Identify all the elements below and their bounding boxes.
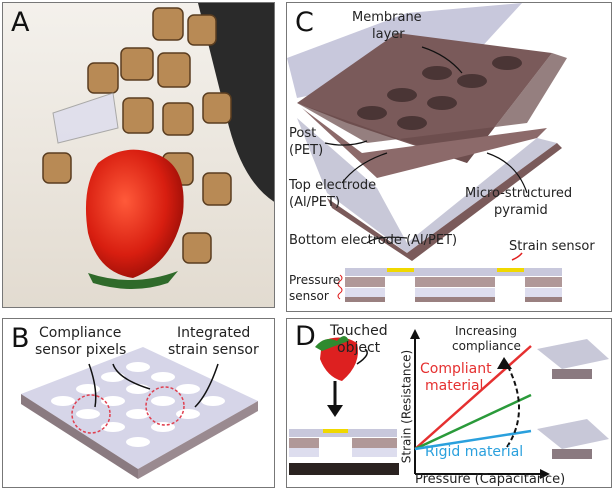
highlight-circle	[145, 386, 185, 426]
exploded-layer-illustration	[287, 3, 567, 302]
panel-d-label: D	[295, 321, 316, 352]
compliance-label: sensor pixels	[35, 342, 127, 358]
x-axis-label: Pressure (Capacitance)	[415, 472, 566, 487]
top-electrode-label: Top electrode	[289, 178, 377, 193]
strawberry-icon	[315, 336, 358, 381]
strain-sensor-label: Strain sensor	[509, 239, 595, 254]
panel-a-label: A	[11, 7, 30, 38]
robot-hand-strawberry-photo	[3, 3, 274, 307]
strain-sensor-label: strain sensor	[168, 342, 259, 358]
sensor-thumbnail	[537, 339, 609, 379]
top-electrode-label: (Al/PET)	[289, 195, 341, 210]
panel-b: B Compliance sensor pixels Integrated st…	[2, 318, 275, 488]
rigid-label: Rigid material	[425, 444, 524, 460]
robot-fingers	[42, 7, 232, 264]
sensor-array-illustration	[21, 347, 258, 479]
sensor-thumbnail	[537, 419, 609, 459]
y-axis-label: Strain (Resistance)	[399, 349, 414, 464]
strawberry	[85, 149, 184, 278]
panel-a: A	[2, 2, 275, 308]
post-label: Post	[289, 126, 317, 141]
compliant-label: Compliant	[420, 361, 492, 377]
compliant-label: material	[425, 378, 484, 394]
touched-object-label: Touched	[330, 323, 388, 339]
highlight-circle	[71, 394, 111, 434]
rigid-line	[414, 429, 532, 451]
middle-line	[414, 393, 532, 451]
compliance-label: Compliance	[39, 325, 122, 341]
bottom-electrode-label: Bottom electrode (Al/PET)	[289, 233, 458, 248]
strain-sensor-label: Integrated	[177, 325, 251, 341]
panel-c-label: C	[295, 7, 314, 38]
panel-b-label: B	[11, 323, 30, 354]
panel-d: D Touched object Increasing compliance C…	[286, 318, 612, 488]
compliance-schematic	[289, 329, 609, 479]
pyramid-label: Micro-structured	[465, 186, 573, 201]
increasing-label: compliance	[452, 339, 521, 353]
compliant-line	[414, 345, 532, 450]
pyramid-label: pyramid	[494, 203, 548, 218]
panel-c: C Membrane layer Post (PET) Top electrod…	[286, 2, 612, 312]
pressure-sensor-label: sensor	[289, 289, 329, 303]
membrane-label: layer	[372, 27, 405, 42]
cross-section-diagram	[337, 252, 562, 302]
graph	[410, 329, 550, 479]
membrane-label: Membrane	[352, 10, 422, 25]
post-label: (PET)	[289, 143, 324, 158]
increasing-label: Increasing	[455, 324, 517, 338]
touched-object-label: object	[337, 340, 381, 356]
pressure-sensor-label: Pressure	[289, 273, 341, 287]
